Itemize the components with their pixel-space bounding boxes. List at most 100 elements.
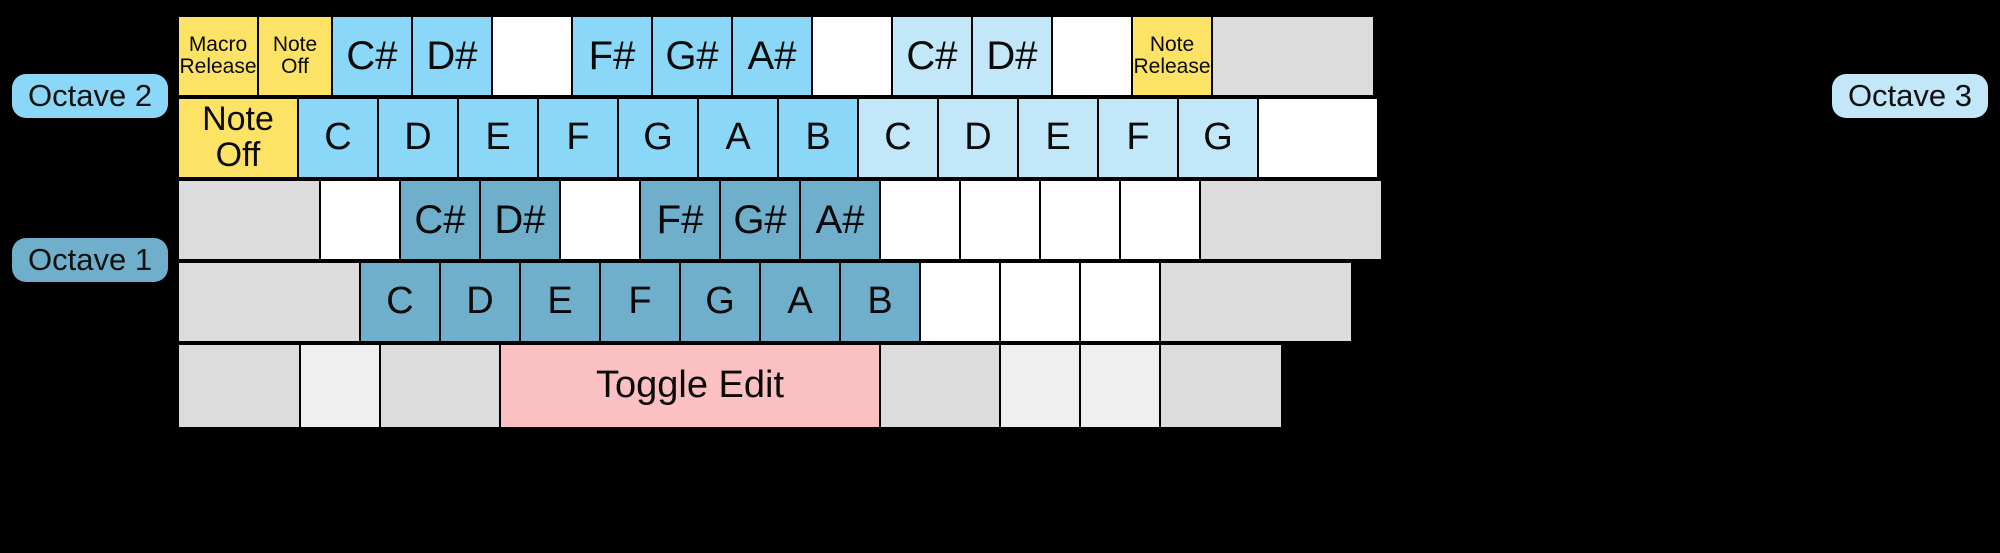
key-label: E: [1045, 116, 1071, 159]
key-blank[interactable]: [1079, 343, 1161, 429]
key-label: G: [643, 116, 673, 159]
key-blank[interactable]: [919, 261, 1001, 343]
key-blank[interactable]: [879, 343, 1001, 429]
key-label: G: [1203, 116, 1233, 159]
key-b[interactable]: B: [777, 97, 859, 179]
octave-1-label: Octave 1: [12, 238, 169, 282]
key-blank[interactable]: [177, 179, 321, 261]
key-label: G#: [733, 198, 787, 242]
key-blank[interactable]: [1159, 261, 1353, 343]
key-blank[interactable]: [1257, 97, 1379, 179]
key-a[interactable]: A: [697, 97, 779, 179]
key-blank[interactable]: [177, 343, 301, 429]
key-dsharp[interactable]: D#: [971, 15, 1053, 97]
key-label: Toggle Edit: [595, 364, 784, 407]
key-label: E: [485, 116, 511, 159]
key-label: C: [386, 280, 414, 323]
key-blank[interactable]: [1079, 261, 1161, 343]
key-fsharp[interactable]: F#: [639, 179, 721, 261]
key-gsharp[interactable]: G#: [651, 15, 733, 97]
key-fsharp[interactable]: F#: [571, 15, 653, 97]
key-toggle-edit[interactable]: Toggle Edit: [499, 343, 881, 429]
key-label: A: [787, 280, 813, 323]
octave-2-label: Octave 2: [12, 74, 169, 118]
key-c[interactable]: C: [857, 97, 939, 179]
key-blank[interactable]: [559, 179, 641, 261]
key-d[interactable]: D: [937, 97, 1019, 179]
key-g[interactable]: G: [679, 261, 761, 343]
key-f[interactable]: F: [599, 261, 681, 343]
key-label: D: [404, 116, 432, 159]
key-b[interactable]: B: [839, 261, 921, 343]
key-e[interactable]: E: [519, 261, 601, 343]
key-blank[interactable]: [299, 343, 381, 429]
key-label: B: [867, 280, 893, 323]
key-label: G: [705, 280, 735, 323]
key-e[interactable]: E: [1017, 97, 1099, 179]
key-a[interactable]: A: [759, 261, 841, 343]
key-label: D: [964, 116, 992, 159]
key-blank[interactable]: [811, 15, 893, 97]
key-blank[interactable]: [999, 261, 1081, 343]
key-label: B: [805, 116, 831, 159]
key-csharp[interactable]: C#: [399, 179, 481, 261]
key-blank[interactable]: [999, 343, 1081, 429]
key-csharp[interactable]: C#: [331, 15, 413, 97]
key-c[interactable]: C: [297, 97, 379, 179]
key-label: C#: [414, 198, 466, 242]
key-f[interactable]: F: [1097, 97, 1179, 179]
key-d[interactable]: D: [439, 261, 521, 343]
key-asharp[interactable]: A#: [799, 179, 881, 261]
key-d[interactable]: D: [377, 97, 459, 179]
key-label: D#: [494, 198, 546, 242]
key-label: C: [884, 116, 912, 159]
key-label: F#: [656, 198, 704, 242]
octave-3-label: Octave 3: [1831, 74, 1988, 118]
key-dsharp[interactable]: D#: [411, 15, 493, 97]
key-blank[interactable]: [1051, 15, 1133, 97]
key-label: C#: [906, 34, 958, 78]
key-g[interactable]: G: [617, 97, 699, 179]
key-blank[interactable]: [879, 179, 961, 261]
keyboard-row-asdf-row: C# D# F# G# A#: [177, 179, 1389, 261]
key-label: C: [324, 116, 352, 159]
key-label: F: [628, 280, 652, 323]
key-blank[interactable]: [177, 261, 361, 343]
key-blank[interactable]: [1039, 179, 1121, 261]
keyboard-row-bottom-row: Toggle Edit: [177, 343, 1389, 429]
key-blank[interactable]: [1199, 179, 1383, 261]
key-label: A#: [815, 198, 865, 242]
key-blank[interactable]: [1159, 343, 1283, 429]
key-label: G#: [665, 34, 719, 78]
key-blank[interactable]: [959, 179, 1041, 261]
key-label: F: [566, 116, 590, 159]
key-c[interactable]: C: [359, 261, 441, 343]
key-label: D#: [426, 34, 478, 78]
key-blank[interactable]: [1211, 15, 1375, 97]
key-gsharp[interactable]: G#: [719, 179, 801, 261]
key-e[interactable]: E: [457, 97, 539, 179]
key-blank[interactable]: [1119, 179, 1201, 261]
key-blank[interactable]: [319, 179, 401, 261]
key-g[interactable]: G: [1177, 97, 1259, 179]
key-csharp[interactable]: C#: [891, 15, 973, 97]
key-blank[interactable]: [491, 15, 573, 97]
key-label: F: [1126, 116, 1150, 159]
key-f[interactable]: F: [537, 97, 619, 179]
key-asharp[interactable]: A#: [731, 15, 813, 97]
key-label: D#: [986, 34, 1038, 78]
key-dsharp[interactable]: D#: [479, 179, 561, 261]
key-blank[interactable]: [379, 343, 501, 429]
key-label: D: [466, 280, 494, 323]
